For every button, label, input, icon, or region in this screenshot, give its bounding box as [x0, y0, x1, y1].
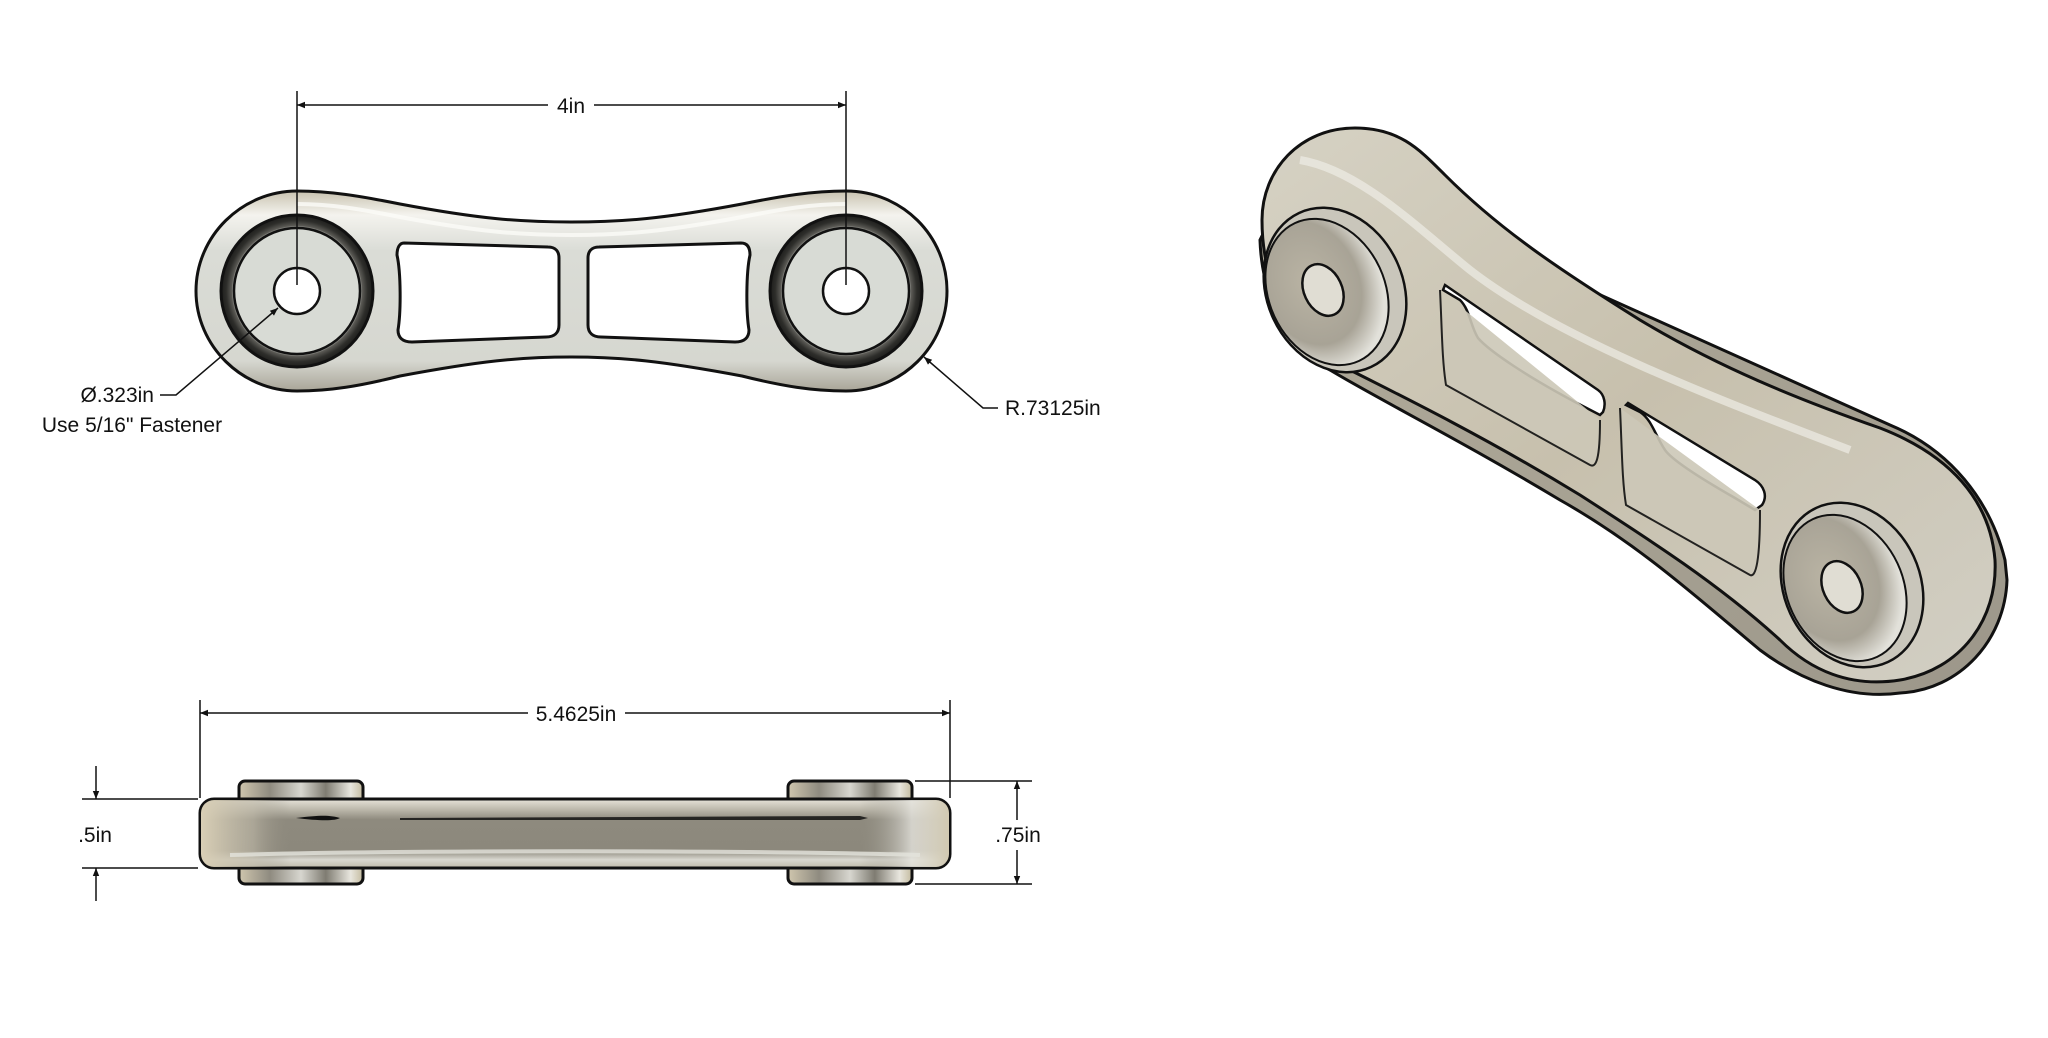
iso-hole-upper	[1301, 262, 1345, 318]
iso-boss-upper	[1262, 206, 1408, 374]
dimension-overall-length: 5.4625in	[199, 700, 951, 798]
hole-callout: Ø.323in Use 5/16" Fastener	[42, 307, 279, 437]
fastener-note: Use 5/16" Fastener	[42, 414, 222, 437]
top-view-body	[194, 189, 949, 393]
top-view-window-left	[395, 241, 561, 344]
isometric-view	[1258, 126, 2009, 696]
top-view: 4in Ø.323in Use 5/16" Fastener R.73125in	[42, 91, 1101, 437]
side-view: 5.4625in .5in .75in	[78, 700, 1041, 901]
dimension-boss-height: .75in	[915, 780, 1041, 885]
end-radius-label: R.73125in	[1005, 397, 1101, 420]
dimension-label-4in: 4in	[557, 95, 585, 118]
radius-callout: R.73125in	[923, 356, 1101, 420]
top-view-window-right	[586, 241, 752, 344]
dimension-center-distance: 4in	[296, 91, 847, 285]
dimension-label-thickness: .5in	[78, 824, 112, 847]
iso-hole-lower	[1820, 559, 1864, 615]
iso-boss-lower	[1779, 501, 1925, 669]
dimension-label-boss-height: .75in	[995, 824, 1041, 847]
dimension-label-length: 5.4625in	[536, 703, 617, 726]
hole-diameter-label: Ø.323in	[80, 384, 154, 407]
dimension-body-thickness: .5in	[78, 766, 198, 901]
